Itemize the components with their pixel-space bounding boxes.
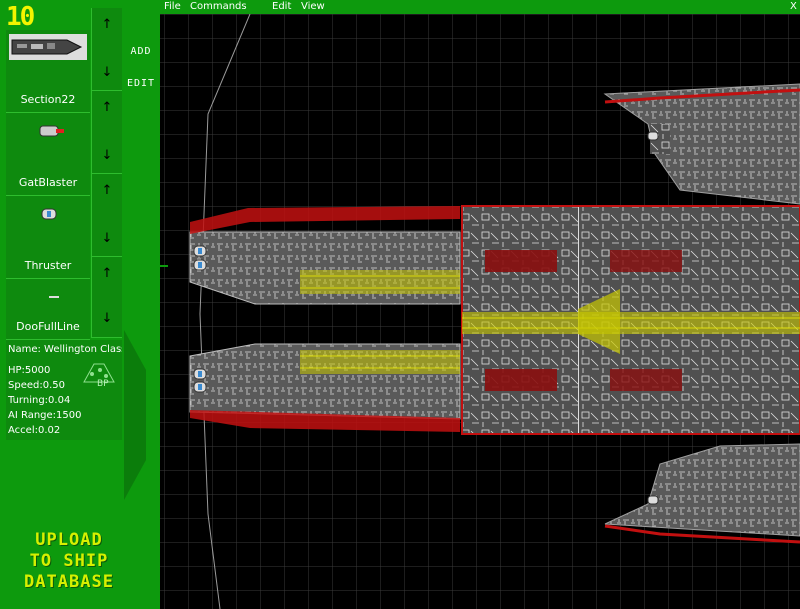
ship-name: Name: Wellington Class Sovere (8, 344, 122, 355)
move-down-arrow[interactable]: ↓ (101, 311, 113, 326)
menu-view[interactable]: View (301, 1, 325, 12)
component-slot-gatblaster[interactable]: GatBlaster (6, 113, 90, 196)
ship-accel: Accel:0.02 (8, 425, 61, 436)
guide-line (199, 14, 251, 609)
component-slot-section22[interactable]: Section22 (6, 30, 90, 113)
component-label: Thruster (24, 259, 72, 272)
component-label: DooFullLine (16, 320, 80, 333)
move-up-arrow[interactable]: ↑ (101, 100, 113, 115)
reorder-column: ↑ ↓ (91, 8, 122, 91)
main-ship-upper-nacelle (189, 206, 461, 305)
menu-commands[interactable]: Commands (190, 1, 247, 12)
move-up-arrow[interactable]: ↑ (101, 183, 113, 198)
ship-hp: HP:5000 (8, 365, 51, 376)
thruster-icon (41, 208, 57, 220)
upload-line-2: TO SHIP (29, 551, 109, 571)
move-down-arrow[interactable]: ↓ (101, 148, 113, 163)
add-button[interactable]: ADD (130, 46, 152, 57)
reorder-column: ↑ ↓ (91, 174, 122, 257)
ship-turning: Turning:0.04 (8, 395, 71, 406)
move-up-arrow[interactable]: ↑ (101, 266, 113, 281)
ship-stats-panel: Name: Wellington Class Sovere HP:5000 Sp… (6, 340, 122, 440)
component-slot-thruster[interactable]: Thruster (6, 196, 90, 279)
upload-to-ship-database-button[interactable]: UPLOAD TO SHIP DATABASE (14, 530, 124, 593)
reorder-column: ↑ ↓ (91, 257, 122, 338)
thruster-pods (193, 131, 659, 505)
component-label: Section22 (20, 93, 76, 106)
upload-line-1: UPLOAD (35, 530, 103, 550)
upload-line-3: DATABASE (24, 572, 114, 592)
hull-section-icon (9, 34, 87, 60)
ship-editor-canvas[interactable] (160, 14, 800, 609)
menu-file[interactable]: File (164, 1, 181, 12)
panel-notch (124, 300, 160, 609)
move-down-arrow[interactable]: ↓ (101, 65, 113, 80)
close-button[interactable]: X (790, 1, 797, 12)
main-ship-central-body (461, 205, 800, 435)
component-slot-doofullline[interactable]: DooFullLine (6, 279, 90, 340)
main-ship-lower-nacelle (189, 343, 461, 432)
move-down-arrow[interactable]: ↓ (101, 231, 113, 246)
bp-logo-icon: BP (83, 363, 115, 388)
reorder-column: ↑ ↓ (91, 91, 122, 174)
lower-ship-hull (604, 443, 800, 544)
bp-logo-text: BP (97, 379, 109, 388)
upper-ship-hull (603, 83, 800, 205)
ship-ai-range: AI Range:1500 (8, 410, 82, 421)
component-label: GatBlaster (18, 176, 78, 189)
menu-edit[interactable]: Edit (272, 1, 292, 12)
doo-full-line-icon (49, 296, 59, 298)
edit-button[interactable]: EDIT (126, 78, 156, 89)
gat-blaster-icon (39, 125, 64, 137)
ship-speed: Speed:0.50 (8, 380, 65, 391)
component-sidebar: 10 Section22 ↑ ↓ GatBlaster ↑ ↓ Thruster (0, 0, 160, 609)
move-up-arrow[interactable]: ↑ (101, 17, 113, 32)
menu-bar: File Commands Edit View X (160, 0, 800, 14)
component-counter: 10 (6, 2, 35, 32)
